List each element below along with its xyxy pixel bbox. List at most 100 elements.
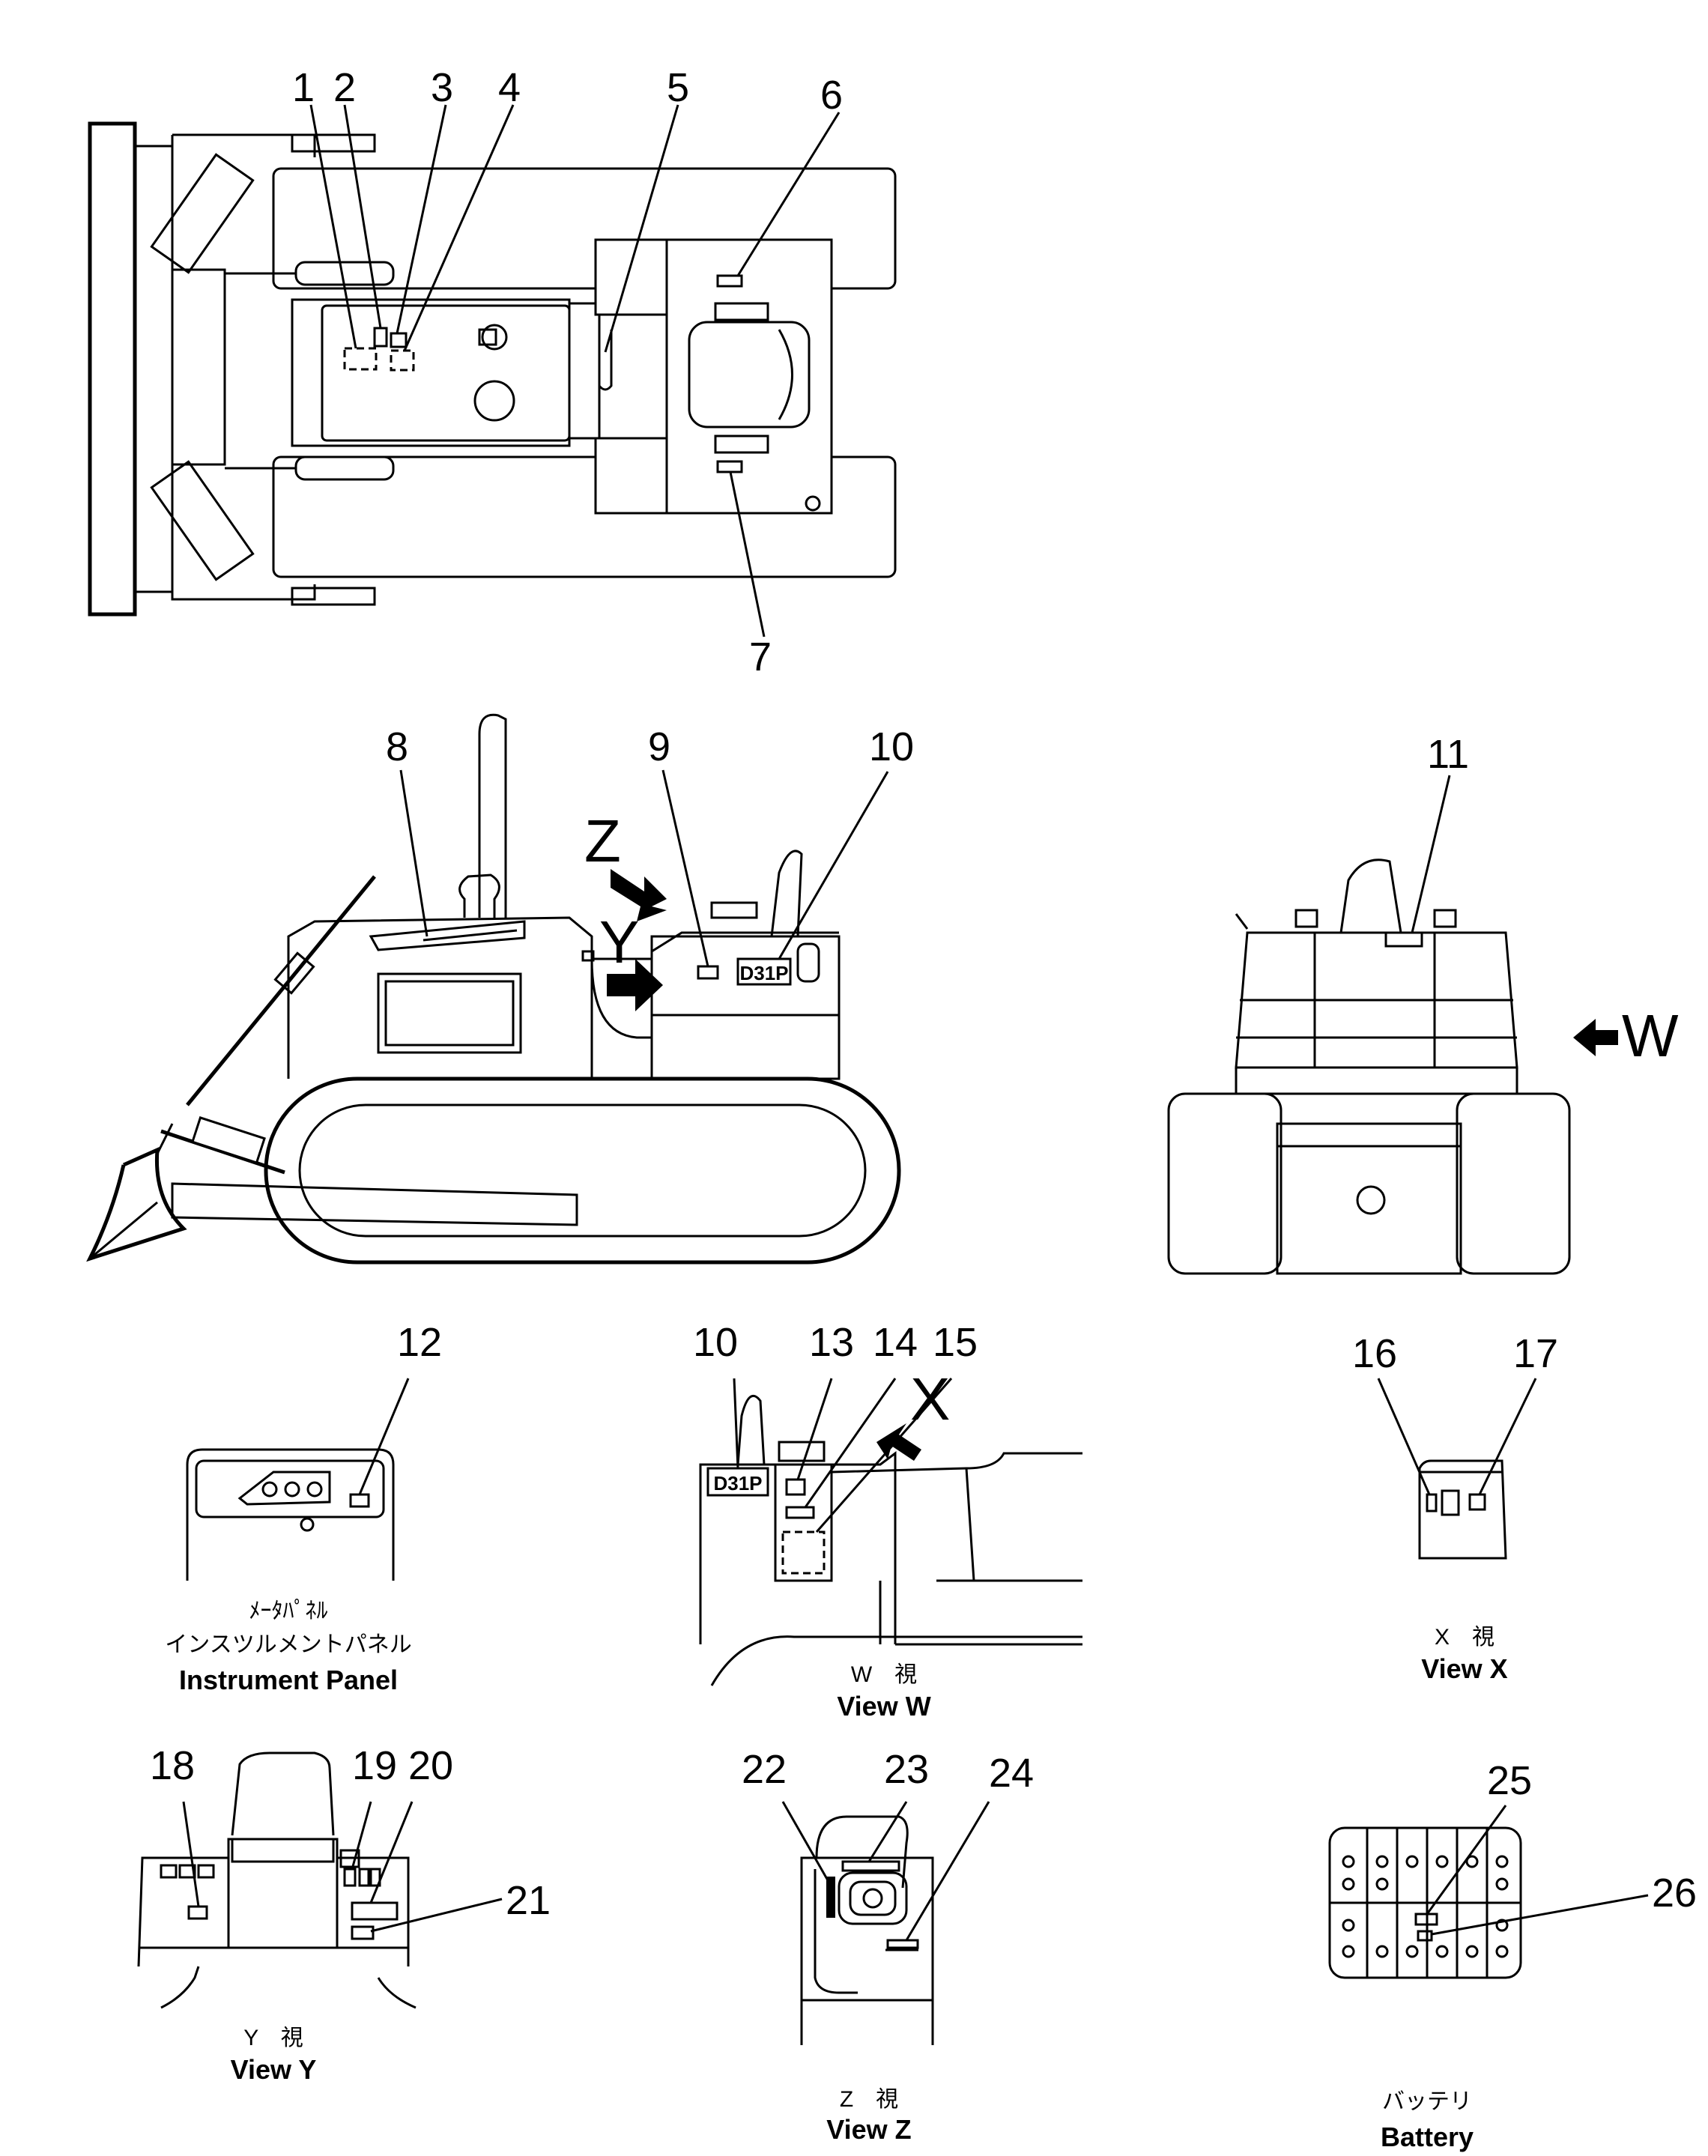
instrument-panel-view — [186, 1378, 410, 1581]
model-plate — [736, 957, 792, 986]
side-track — [264, 1077, 901, 1265]
callout-7: 7 — [749, 635, 772, 679]
view-w: D31P X — [699, 1366, 1082, 1686]
decal-26 — [1417, 1930, 1433, 1942]
caption-instrument-small: ﾒｰﾀﾊﾟﾈﾙ — [249, 1599, 328, 1623]
caption-z-en: View Z — [826, 2114, 911, 2145]
push-arm — [171, 1182, 578, 1226]
callout-8: 8 — [386, 724, 408, 769]
left-track — [272, 167, 897, 290]
callout-21: 21 — [506, 1878, 551, 1923]
callout-12: 12 — [397, 1320, 442, 1365]
callout-9: 9 — [648, 724, 670, 769]
decal-8 — [369, 920, 526, 951]
decal-9 — [697, 965, 719, 980]
rear-view: W — [1167, 775, 1679, 1275]
callout-6: 6 — [820, 73, 843, 118]
callout-26: 26 — [1652, 1871, 1697, 1916]
model-plate-text: D31P — [739, 962, 788, 984]
view-letter-w: W — [1622, 1002, 1679, 1069]
decal-21 — [351, 1925, 375, 1940]
decal-18 — [187, 1905, 208, 1920]
caption-instrument-jp: インスツルメントパネル — [165, 1632, 411, 1657]
caption-battery-en: Battery — [1381, 2122, 1474, 2152]
decal-1 — [343, 347, 378, 371]
decal-4 — [390, 349, 415, 372]
muffler-top — [473, 380, 515, 422]
decal-11 — [1384, 931, 1423, 948]
decal-3 — [390, 332, 408, 348]
callout-14: 14 — [873, 1320, 918, 1365]
side-blade — [86, 1147, 187, 1262]
view-z — [781, 1801, 990, 2045]
precleaner-top — [481, 324, 508, 351]
callout-10: 10 — [869, 724, 914, 769]
caption-y-en: View Y — [231, 2054, 317, 2085]
callout-2: 2 — [333, 65, 356, 110]
callout-3: 3 — [431, 65, 453, 110]
view-letter-y: Y — [599, 909, 639, 975]
decal-14 — [785, 1506, 815, 1519]
battery-cells — [1342, 1855, 1509, 1958]
callout-24: 24 — [989, 1751, 1034, 1796]
right-track — [272, 455, 897, 578]
exhaust-stack — [478, 713, 507, 918]
rear-cab — [650, 935, 841, 1080]
callout-10-w: 10 — [693, 1320, 738, 1365]
decal-12 — [349, 1493, 370, 1508]
decal-19 — [343, 1868, 357, 1887]
arrow-z — [611, 869, 667, 921]
caption-w-en: View W — [837, 1691, 930, 1722]
arrow-w — [1573, 1019, 1618, 1056]
arrow-x — [876, 1423, 921, 1461]
callout-15: 15 — [933, 1320, 978, 1365]
decal-22 — [826, 1877, 835, 1918]
caption-y-jp: Y 視 — [243, 2026, 303, 2050]
decal-17 — [1468, 1493, 1486, 1511]
caption-w-jp: W 視 — [851, 1662, 917, 1687]
view-y-seat — [231, 1751, 335, 1836]
battery-view — [1328, 1805, 1649, 1979]
rear-hitch — [1356, 1185, 1386, 1215]
callout-5: 5 — [667, 65, 689, 110]
decal-25 — [1414, 1913, 1438, 1926]
decal-7 — [716, 460, 743, 473]
decal-20 — [351, 1901, 399, 1921]
callout-11: 11 — [1427, 732, 1469, 777]
callout-22: 22 — [742, 1747, 787, 1792]
callout-25: 25 — [1487, 1758, 1532, 1803]
side-view: D31P Z Y — [86, 713, 901, 1265]
decal-6 — [716, 274, 743, 288]
caption-x-en: View X — [1421, 1653, 1507, 1684]
view-letter-x: X — [910, 1366, 950, 1432]
top-view — [88, 104, 897, 638]
caption-x-jp: X 視 — [1435, 1625, 1494, 1650]
operator-seat — [688, 321, 811, 429]
engine-hood — [291, 298, 571, 447]
callout-19: 19 — [352, 1743, 397, 1788]
callout-13: 13 — [809, 1320, 854, 1365]
callout-4: 4 — [498, 65, 521, 110]
blade — [88, 121, 137, 617]
callout-numbers: 1 2 3 4 5 6 7 8 9 10 11 12 10 13 14 15 1… — [150, 65, 1697, 1923]
view-y — [137, 1751, 503, 2009]
callout-1: 1 — [292, 65, 315, 110]
callout-17: 17 — [1513, 1331, 1558, 1376]
decal-13 — [785, 1478, 806, 1496]
arrow-y — [607, 959, 663, 1011]
view-letter-z: Z — [584, 808, 621, 874]
decal-23 — [841, 1860, 900, 1872]
caption-battery-jp: バッテリ — [1382, 2089, 1472, 2114]
decal-15 — [781, 1530, 826, 1575]
decal-24 — [886, 1939, 919, 1949]
caption-instrument-en: Instrument Panel — [179, 1665, 398, 1695]
side-window — [377, 972, 522, 1054]
decal-16 — [1426, 1493, 1438, 1512]
callout-16: 16 — [1352, 1331, 1397, 1376]
captions: ﾒｰﾀﾊﾟﾈﾙ インスツルメントパネル Instrument Panel W 視… — [165, 1599, 1507, 2152]
callout-20: 20 — [408, 1743, 453, 1788]
caption-z-jp: Z 視 — [840, 2087, 898, 2112]
callout-23: 23 — [884, 1747, 929, 1792]
view-x — [1377, 1378, 1537, 1560]
